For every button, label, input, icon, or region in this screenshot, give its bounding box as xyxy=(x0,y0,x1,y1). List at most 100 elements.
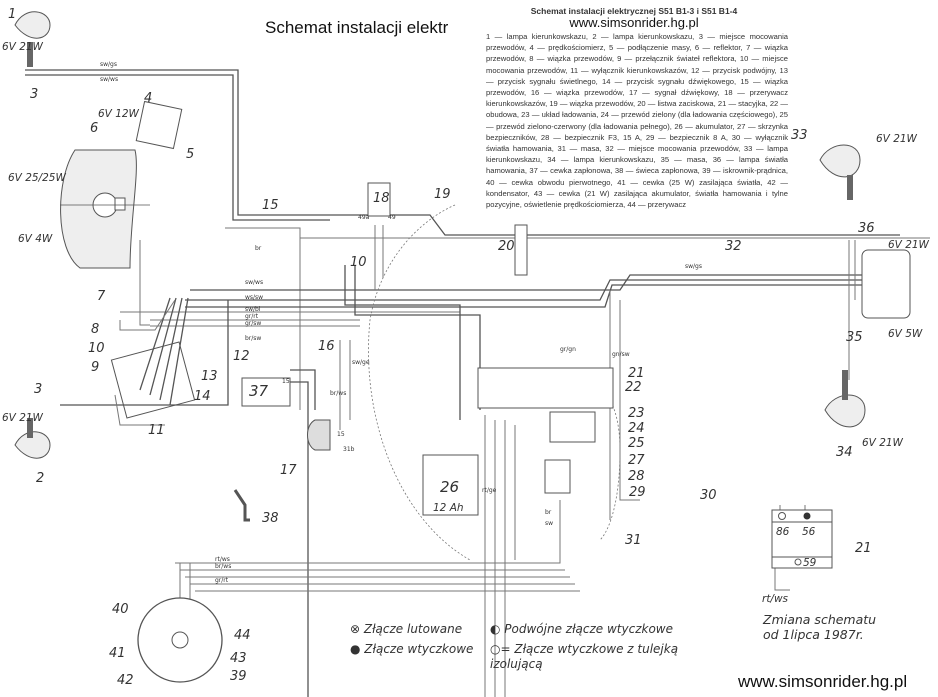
legend-text: 1 — lampa kierunkowskazu, 2 — lampa kier… xyxy=(486,32,788,210)
page-title: Schemat instalacji elektr xyxy=(265,18,449,37)
callout: 37 xyxy=(249,382,269,400)
symbol-insulated-plug: ○= Złącze wtyczkowe z tulejką izolującą xyxy=(490,642,679,671)
ignition-coil-37 xyxy=(241,377,291,407)
callout: 21 xyxy=(628,366,645,381)
terminal-label: 86 xyxy=(776,526,790,538)
ignition-switch-box-21 xyxy=(477,367,614,409)
callout: 16 xyxy=(318,339,335,354)
wire-label: sw/gs xyxy=(100,61,117,68)
indicator-lamp-33 xyxy=(819,144,861,200)
callout: 4 xyxy=(144,91,152,106)
callout-numbers: 1 2 3 3 4 5 6 7 8 9 10 10 11 12 13 14 15… xyxy=(8,7,875,688)
wire-label: gn/sw xyxy=(612,351,630,358)
symbol-insulated-plug-label: Złącze wtyczkowe z tulejką izolującą xyxy=(490,642,679,671)
callout: 28 xyxy=(628,469,645,484)
wire-label: sw/ws xyxy=(100,76,118,83)
callout: 31 xyxy=(625,533,642,548)
callout: 23 xyxy=(628,406,645,421)
terminal-label: 56 xyxy=(802,526,816,538)
change-note-line1: Zmiana schematu xyxy=(763,612,877,627)
terminal-label: 15 xyxy=(282,378,290,385)
callout: 38 xyxy=(262,511,279,526)
callout: 41 xyxy=(109,646,126,661)
lamp-rating: 6V 21W xyxy=(888,239,930,251)
lamp-rating: 6V 12W xyxy=(98,108,140,120)
callout: 5 xyxy=(186,147,194,162)
indicator-lamp-2 xyxy=(14,418,51,459)
change-note: Zmiana schematu od 1lipca 1987r. xyxy=(763,612,876,642)
lamp-rating: 6V 4W xyxy=(18,233,53,245)
callout: 34 xyxy=(836,445,853,460)
symbol-soldered-label: Złącze lutowane xyxy=(363,622,463,636)
callout: 15 xyxy=(262,198,279,213)
callout: 22 xyxy=(625,380,642,395)
wire-label: gr/rt xyxy=(245,313,259,320)
symbol-plug-label: Złącze wtyczkowe xyxy=(364,642,474,656)
horn-17 xyxy=(307,419,331,451)
wire-label: rt/ge xyxy=(482,487,497,494)
speedometer-4 xyxy=(135,100,183,150)
callout: 14 xyxy=(194,389,211,404)
wire-label: br/sw xyxy=(245,335,261,342)
wire-label: sw/ge xyxy=(352,359,370,366)
terminal-label: 49a xyxy=(358,214,370,221)
callout: 11 xyxy=(148,423,165,438)
terminal-label: 31b xyxy=(343,446,355,453)
wire-label: br xyxy=(255,245,262,252)
wire-label: sw/bl xyxy=(245,306,261,313)
lamp-ratings: 6V 21W 6V 21W 6V 12W 6V 25/25W 6V 4W 6V … xyxy=(2,41,930,514)
symbol-plug: ● Złącze wtyczkowe xyxy=(350,642,474,656)
spark-plug-38 xyxy=(233,489,250,522)
callout: 18 xyxy=(373,191,390,206)
callout: 1 xyxy=(8,7,16,22)
callout: 20 xyxy=(498,239,515,254)
magneto-generator-39 xyxy=(137,597,223,683)
wire-label: sw/ws xyxy=(245,279,263,286)
terminal-label: 59 xyxy=(803,557,817,569)
callout: 42 xyxy=(117,673,134,688)
callout: 40 xyxy=(112,602,129,617)
callout: 19 xyxy=(434,187,451,202)
wire-label: ws/sw xyxy=(245,294,263,301)
callout: 21 xyxy=(855,541,872,556)
callout: 12 xyxy=(233,349,250,364)
callout: 10 xyxy=(88,341,105,356)
lamp-rating: 6V 21W xyxy=(876,133,918,145)
charging-unit-23 xyxy=(549,411,596,443)
callout: 7 xyxy=(97,289,106,304)
battery-26 xyxy=(422,454,479,516)
wire-label: gr/sw xyxy=(245,320,261,327)
ignition-switch-detail-21 xyxy=(771,509,833,569)
terminal-strip-20 xyxy=(514,224,528,276)
callout: 9 xyxy=(91,360,99,375)
terminal-label: 49 xyxy=(388,214,396,221)
legend-heading: Schemat instalacji elektrycznej S51 B1-3… xyxy=(530,6,738,16)
callout: 35 xyxy=(846,330,863,345)
wire-label: br/ws xyxy=(215,563,231,570)
legend-url: www.simsonrider.hg.pl xyxy=(569,15,699,30)
watermark: www.simsonrider.hg.pl xyxy=(738,672,908,691)
change-note-line2: od 1lipca 1987r. xyxy=(763,627,864,642)
lamp-rating: 6V 21W xyxy=(2,41,44,53)
wire-labels: sw/gs sw/ws br sw/ws ws/sw sw/bl gr/rt g… xyxy=(100,61,789,605)
symbol-soldered: ⊗ Złącze lutowane xyxy=(350,622,463,636)
indicator-lamp-34 xyxy=(824,370,866,428)
callout: 33 xyxy=(791,128,808,143)
wire-label: br/ws xyxy=(330,390,346,397)
wire-label: rt/ws xyxy=(762,593,789,605)
wire-label: gr/rt xyxy=(215,577,229,584)
fuse-box-27 xyxy=(544,459,571,494)
lamp-rating: 6V 25/25W xyxy=(8,172,66,184)
callout: 10 xyxy=(350,255,367,270)
lamp-rating: 6V 5W xyxy=(888,328,923,340)
wire-label: br xyxy=(545,509,552,516)
lamp-rating: 6V 21W xyxy=(2,412,44,424)
callout: 29 xyxy=(629,485,646,500)
callout: 17 xyxy=(280,463,297,478)
switch-assembly-9-14 xyxy=(110,341,196,419)
callout: 32 xyxy=(725,239,742,254)
wire-label: sw xyxy=(545,520,553,527)
callout: 3 xyxy=(34,382,42,397)
callout: 44 xyxy=(234,628,251,643)
